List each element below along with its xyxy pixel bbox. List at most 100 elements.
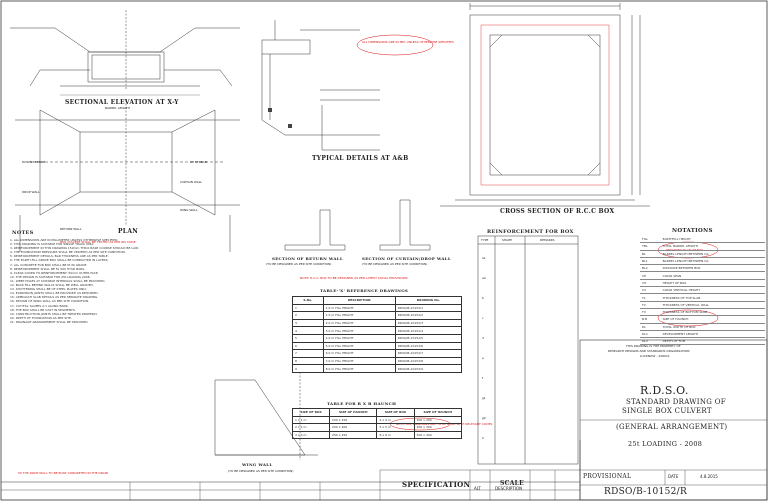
cell: 250 x 250 (329, 430, 378, 440)
table-header: SIZE OF HAUNCH (329, 408, 378, 417)
cell: 1 x 1 m (291, 415, 331, 425)
status-badge: PROVISIONAL (583, 473, 632, 480)
drawing-number: RDSO/B-10152/R (604, 487, 688, 497)
red-note-2: NOTE: R.C.C. BOX TO BE DESIGNED AS PER L… (300, 276, 408, 280)
cell: 150 x 150 (329, 415, 378, 425)
notation-key: DL (640, 323, 661, 331)
notation-key: CV (640, 286, 661, 295)
cell: RDSO/B-10152/5 (394, 333, 463, 343)
stamp-note-3: LUCKNOW - 226011 (640, 354, 670, 358)
notation-desc: EARTHFILL HEIGHT (660, 236, 765, 244)
heading-notations: NOTATIONS (672, 228, 713, 234)
note-line: 2. THIS DRAWING IS SUITABLE FOR SINGLE T… (10, 242, 95, 247)
label-down-stream: DOWN STREAM (22, 160, 46, 164)
heading-table-bxb: TABLE FOR B X B HAUNCH (327, 401, 397, 406)
heading-specification: SPECIFICATION (402, 480, 471, 489)
notation-desc: DEVELOPMENT LENGTH (660, 330, 765, 339)
cell: 300 x 300 (413, 423, 463, 432)
note-line: 4. THE FOUNDATION PRESSURE SHALL BE VERI… (10, 250, 126, 255)
note-line: 20. DEPTH OF FOUNDATION AS PER SITE. (10, 315, 72, 320)
date-value: 4.8.2015 (700, 474, 718, 479)
cell: 4 x 4 m (376, 415, 415, 425)
reinf-header-shape: SHAPE (502, 238, 512, 242)
note-line: 19. CONSTRUCTION JOINTS SHALL BE TREATED… (10, 311, 98, 316)
notation-key: T2 (640, 301, 661, 309)
cell: 7.0 m FILL HEIGHT (322, 356, 396, 366)
reinf-header-remarks: REMARKS (540, 238, 555, 242)
note-line: 11. WEEP HOLES AT SUITABLE INTERVALS SHA… (10, 278, 106, 283)
cell: 3 (292, 318, 324, 328)
cell: RDSO/B-10152/8 (394, 356, 463, 366)
notation-key: B.B (640, 315, 661, 324)
reinf-type: f (482, 376, 484, 380)
notation-desc: THICKNESS OF BOTTOM SLAB (660, 308, 765, 317)
notation-desc: CLEAR VERTICAL HEIGHT (660, 286, 765, 295)
reinf-header-type: TYPE (481, 238, 489, 242)
note-line: 7. ALL CONCRETE FOR BOX SHALL BE M-30 GR… (10, 262, 88, 267)
loading-text: 25t LOADING - 2008 (628, 440, 703, 448)
reinf-type: b (482, 296, 484, 300)
notation-desc: TOTAL WIDTH OF BOX (660, 323, 765, 331)
heading-curtain-wall: SECTION OF CURTAIN/DROP WALL (362, 256, 452, 261)
red-note-1: ALL DIMENSIONS ARE IN MM, UNLESS OTHERWI… (362, 40, 454, 44)
note-line: 6. THE EARTH FILL ABOVE BOX SHALL BE COM… (10, 258, 109, 263)
notation-desc: DEPTH OF FDN (660, 337, 765, 346)
note-line: 5. REINFORCEMENT DETAILS, BAR THICKNESS … (10, 254, 109, 259)
title-line-1: STANDARD DRAWING OF (626, 398, 726, 406)
label-curtain-wall: CURTAIN WALL (180, 180, 203, 184)
heading-plan: PLAN (118, 228, 139, 235)
note-line: 9. CLEAR COVER TO REINFORCEMENT: 50mm OU… (10, 270, 99, 275)
notation-key: CE (640, 271, 661, 280)
cell: RDSO/B-10152/4 (394, 326, 463, 335)
cell: 8.0 m FILL HEIGHT (322, 364, 396, 373)
red-note-4: BOX CULVERT SHALL BE TESTED AS PER IRS C… (60, 240, 136, 244)
heading-wing-wall: WING WALL (242, 462, 273, 467)
note-line: 21. DRAINAGE ARRANGEMENT SHALL BE PROVID… (10, 319, 89, 324)
note-line: 1. ALL DIMENSIONS ARE IN MILLIMETER UNLE… (10, 238, 119, 242)
cell: 2 x 2 m (291, 423, 331, 432)
note-line: 15. APPROACH SLAB DETAILS AS PER SEPARAT… (10, 295, 99, 300)
note-line: 14. EXPANSION JOINTS SHALL BE PROVIDED A… (10, 291, 99, 296)
cell: 4.0 m FILL HEIGHT (322, 333, 396, 343)
note-line: 18. THE BOX SHALL BE CAST IN SEGMENTS. (10, 307, 76, 312)
cell: 2.0 m FILL HEIGHT (322, 318, 396, 328)
cell: 4 (292, 326, 324, 335)
curtain-wall-sub: (TO BE DESIGNED AS PER SITE CONDITION) (362, 262, 428, 266)
notation-desc: SIZE OF HAUNCH (660, 315, 765, 324)
stamp-note-1: THIS DRAWING IS THE PROPERTY OF (626, 344, 681, 348)
table-header: S.No. (292, 296, 324, 305)
notes-list: 1. ALL DIMENSIONS ARE IN MILLIMETER UNLE… (10, 238, 210, 324)
notation-desc: BARREL LENGTH BETWEEN C/L (660, 250, 765, 258)
notation-key: BL2 (640, 264, 661, 273)
notation-desc: HEIGHT OF BOX (660, 279, 765, 288)
label-wing-wall: WING WALL (180, 208, 198, 212)
cell: RDSO/B-10152/1 (394, 303, 463, 313)
cell: 6.0 m FILL HEIGHT (322, 349, 396, 358)
cell: 6 x 6 m (376, 430, 415, 440)
heading-notes: NOTES (12, 230, 34, 236)
cell: 2 (292, 311, 324, 320)
label-up-stream: UP STREAM (190, 160, 208, 164)
table-header: DESCRIPTION (322, 296, 396, 305)
cell: RDSO/B-10152/7 (394, 349, 463, 358)
cell: 1.5 m FILL HEIGHT (322, 311, 396, 320)
cell: 300 x 300 (413, 415, 463, 425)
reinf-type: h (482, 436, 484, 440)
notation-key: BL (640, 250, 661, 258)
heading-typical-ab: TYPICAL DETAILS AT A&B (312, 155, 409, 162)
cell: 6 (292, 341, 324, 351)
heading-reinforcement: REINFORCEMENT FOR BOX (487, 229, 574, 235)
table-header: SIZE OF BOX (291, 408, 331, 417)
